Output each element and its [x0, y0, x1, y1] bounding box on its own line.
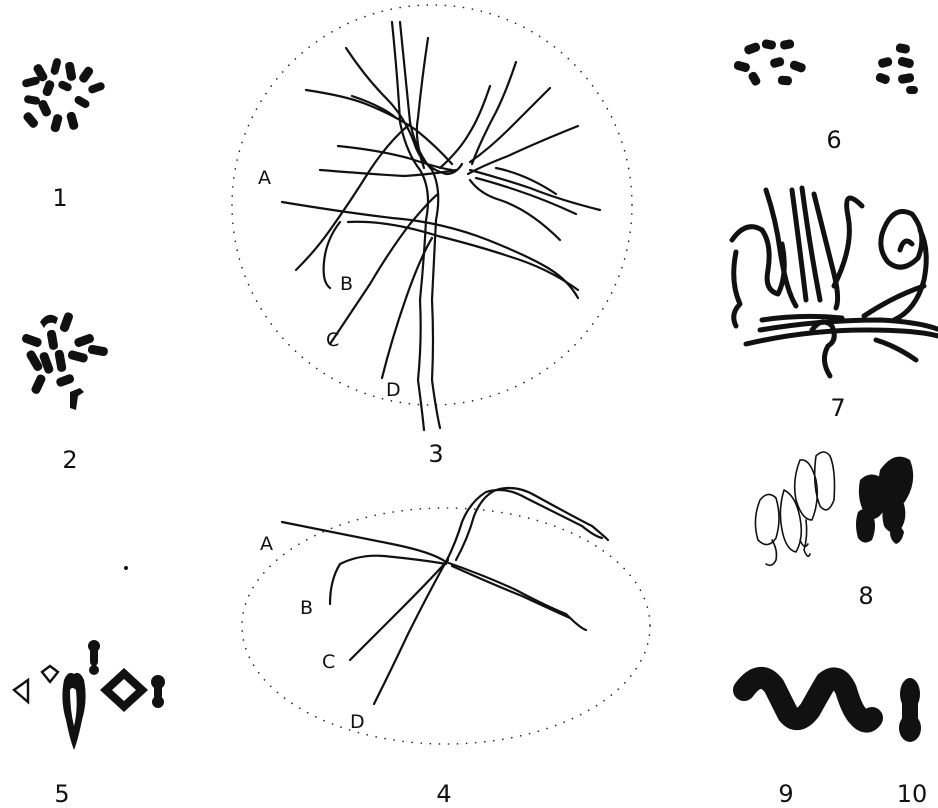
ink-speck [124, 566, 128, 570]
fig1-chromosome-cluster [21, 57, 106, 133]
fig6-chromosome-groups [733, 39, 918, 94]
fig3-strand-field: A B C D [232, 5, 632, 430]
fig6-number: 6 [826, 126, 841, 154]
fig8-number: 8 [858, 582, 873, 610]
fig10-dumbbell-chromosome [899, 678, 921, 742]
fig3-label-c: C [326, 329, 339, 351]
fig4-number: 4 [436, 780, 451, 808]
fig4-field-circle [242, 508, 650, 744]
fig5-bivalents [14, 640, 165, 750]
fig5-number: 5 [54, 780, 69, 808]
fig3-label-a: A [258, 167, 271, 189]
fig4-strand-crossing: A B C D [242, 488, 650, 744]
fig9-coiled-chromosome [744, 678, 872, 722]
fig2-number: 2 [62, 446, 77, 474]
fig4-label-c: C [322, 651, 335, 673]
fig7-number: 7 [830, 394, 845, 422]
fig10-number: 10 [897, 780, 928, 808]
fig9-number: 9 [778, 780, 793, 808]
fig1-number: 1 [52, 184, 67, 212]
fig4-label-d: D [350, 711, 365, 733]
fig3-number: 3 [428, 440, 443, 468]
fig2-chromosome-cluster [21, 311, 109, 410]
fig7-tangled-strands [732, 188, 938, 376]
fig3-label-d: D [386, 379, 401, 401]
fig3-label-b: B [340, 273, 353, 295]
fig4-label-b: B [300, 597, 313, 619]
fig8-chromosome-pair [755, 452, 913, 565]
fig4-label-a: A [260, 533, 273, 555]
